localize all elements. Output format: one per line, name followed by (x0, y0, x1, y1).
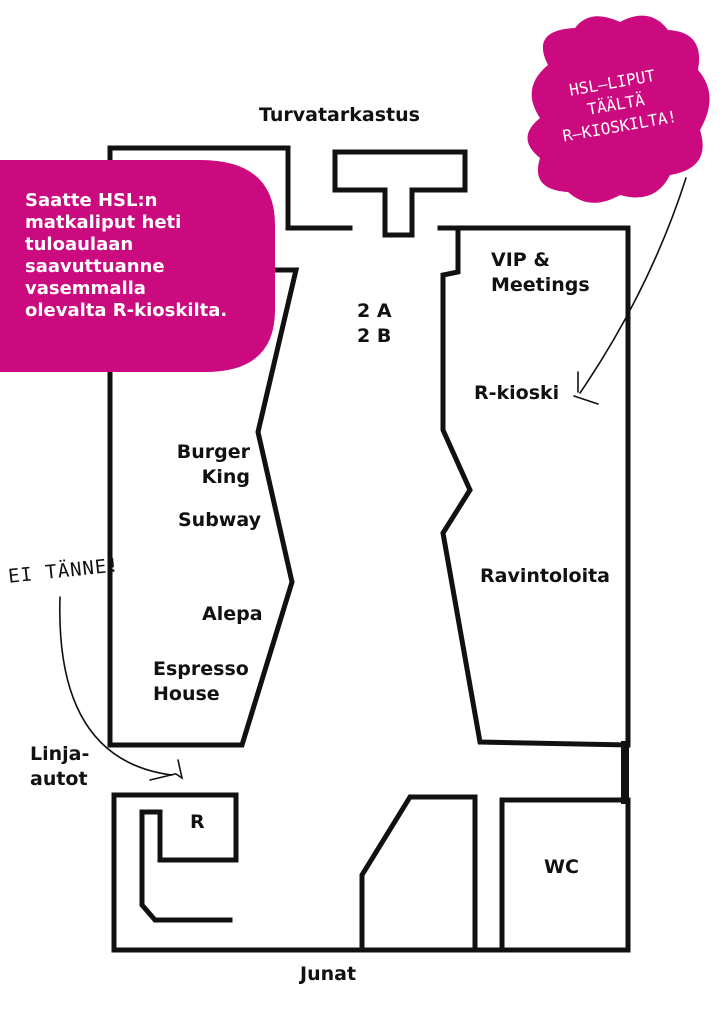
wall-bottom-outline (111, 792, 631, 953)
arrow-to-r-kiosk-head (573, 371, 599, 405)
label-buses-1: Linja- (30, 743, 90, 765)
pink-cloud-note (527, 15, 710, 203)
callout-line: Saatte HSL:n (25, 190, 158, 211)
label-restaurants: Ravintoloita (480, 565, 610, 587)
callout-line: saavuttuanne (25, 256, 165, 277)
label-gate-2a: 2 A (357, 300, 392, 322)
label-trains: Junat (300, 963, 357, 985)
label-vip-2: Meetings (491, 274, 590, 296)
callout-line: olevalta R-kioskilta. (25, 300, 228, 321)
label-burger-king-2: King (201, 466, 250, 488)
callout-line: matkaliput heti (25, 212, 182, 233)
label-vip-1: VIP & (491, 249, 550, 271)
label-gate-2b: 2 B (357, 325, 392, 347)
label-r-small: R (190, 811, 205, 833)
label-subway: Subway (178, 509, 261, 531)
left-shop-block (107, 197, 300, 748)
arrow-not-here (59, 596, 173, 776)
middle-block (359, 794, 478, 953)
label-alepa: Alepa (202, 603, 263, 625)
hsl-info-callout: Saatte HSL:n matkaliput heti tuloaulaan … (25, 190, 227, 322)
label-r-kiosk: R-kioski (474, 382, 560, 404)
wall-bottom-left (111, 792, 239, 923)
label-espresso-house-2: House (153, 683, 220, 705)
label-espresso-house-1: Espresso (153, 658, 249, 680)
pink-callout-shape (0, 160, 275, 372)
callout-line: tuloaulaan (25, 234, 134, 255)
label-burger-king-1: Burger (176, 441, 250, 463)
callout-line: vasemmalla (25, 278, 146, 299)
wc-block (499, 797, 631, 953)
label-security: Turvatarkastus (259, 104, 420, 126)
label-wc: WC (544, 856, 579, 878)
label-buses-2: autot (30, 768, 88, 790)
arrow-not-here-head (149, 759, 184, 781)
right-shop-block (440, 225, 631, 748)
security-kiosk-outline (332, 149, 468, 238)
arrow-to-r-kiosk (579, 177, 687, 394)
